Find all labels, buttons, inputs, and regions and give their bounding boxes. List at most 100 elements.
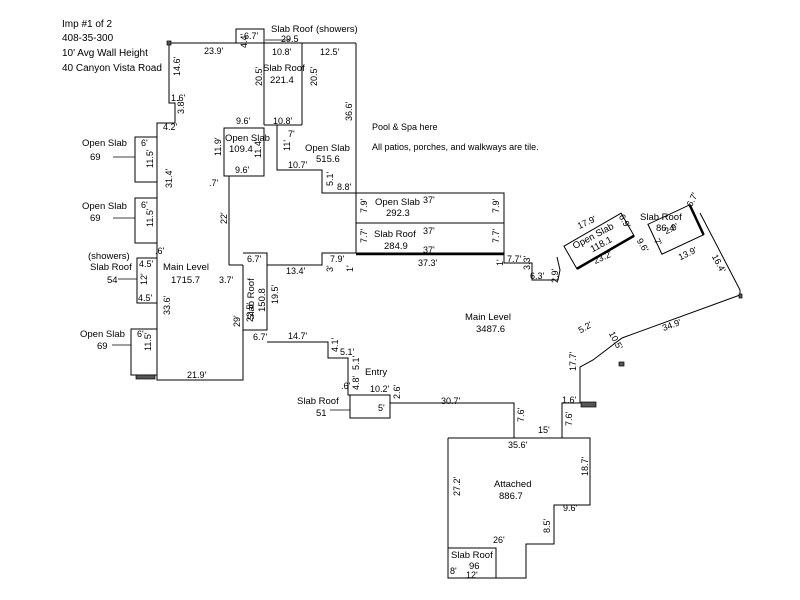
dim-10-8b: 10.8'	[273, 116, 293, 126]
label-slab-roof-221: Slab Roof	[263, 63, 305, 74]
dim-22: 22'	[219, 212, 229, 224]
dim-9-6b: 9.6'	[235, 165, 250, 175]
dim-4-8: 4.8'	[351, 375, 361, 390]
dim-12-5: 12.5'	[320, 47, 340, 57]
value-slab-roof-86: 86.4	[656, 223, 675, 234]
dim-34-9: 34.9'	[661, 317, 683, 333]
value-attached: 886.7	[499, 491, 523, 502]
dim-6b: 6'	[141, 200, 148, 210]
dim-10-2: 10.2'	[370, 384, 390, 394]
dim-6a: 6'	[141, 138, 148, 148]
dim-7-6a: 7.6'	[516, 407, 526, 422]
slab-roof-150-box	[243, 252, 268, 331]
wall-entry-path	[267, 341, 350, 396]
area-labels: Slab Roof (showers) Slab Roof 221.4 Open…	[80, 24, 682, 572]
dim-2-9: 2.9'	[550, 268, 560, 283]
east-marker	[580, 401, 597, 408]
dim-5: 5'	[378, 403, 385, 413]
dim-29: 29'	[232, 315, 242, 327]
dim-7c: 7'	[652, 237, 664, 248]
dim-11-4: 11.4'	[253, 139, 263, 158]
dim-7-9c: 7.9'	[330, 254, 345, 264]
dim-7a: 7'	[288, 129, 295, 139]
label-open-slab-69b: Open Slab	[82, 201, 127, 212]
label-main-level-3487: Main Level	[465, 312, 511, 323]
label-entry: Entry	[365, 367, 387, 378]
dim-4-4: 4.4'	[239, 33, 249, 48]
dim-29-5: 29.5	[281, 34, 299, 44]
dim-35-6: 35.6'	[508, 440, 528, 450]
open-slab-118-group	[563, 212, 635, 270]
dim-3-7: 3.7'	[219, 275, 234, 285]
label-open-slab-109: Open Slab	[225, 133, 270, 144]
wall-height: 10' Avg Wall Height	[62, 48, 148, 59]
dim-9-6a: 9.6'	[236, 116, 251, 126]
leader-arrows	[112, 39, 350, 411]
dim-37c: 37'	[423, 245, 435, 255]
dim-19-5: 19.5'	[270, 284, 280, 304]
slab-roof-86-edge	[688, 204, 705, 236]
value-main-level-1715: 1715.7	[171, 275, 200, 286]
dim-1-6a: 1.6'	[171, 93, 186, 103]
dim-17-7: 17.7'	[568, 351, 578, 371]
dim-7-9b: 7.9'	[491, 198, 501, 213]
label-slab-roof-86: Slab Roof	[640, 212, 682, 223]
property-info: Imp #1 of 2 408-35-300 10' Avg Wall Heig…	[62, 19, 162, 74]
label-slab-roof-96: Slab Roof	[451, 550, 493, 561]
wall-30-7	[390, 402, 515, 438]
dim-12: 12'	[139, 273, 149, 285]
property-address: 40 Canyon Vista Road	[62, 63, 162, 74]
value-open-slab-69a: 69	[90, 152, 101, 163]
dim-36-6: 36.6'	[344, 101, 354, 121]
dim-14-7: 14.7'	[288, 331, 308, 341]
value-slab-roof-96: 96	[469, 561, 480, 572]
dim-6-7c: 6.7'	[685, 191, 700, 208]
value-slab-roof-54: 54	[107, 275, 118, 286]
slab-roof-54-box	[136, 257, 158, 304]
dim-16-4: 16.4'	[710, 253, 728, 275]
open-slab-118-edge	[576, 234, 635, 270]
label-open-slab-69c: Open Slab	[80, 329, 125, 340]
value-open-slab-292: 292.3	[386, 208, 410, 219]
dim-4-5b: 4.5'	[138, 293, 153, 303]
dim-9-6d: 9.6'	[563, 503, 578, 513]
dim-3-3: 3.3'	[522, 255, 532, 270]
open-slab-515-outline	[276, 125, 356, 194]
value-slab-roof-150: 150.8	[257, 288, 268, 312]
dim-7b: .7'	[209, 178, 219, 188]
dim-11-5c: 11.5'	[143, 332, 153, 351]
dim-3a: 3'	[325, 265, 335, 272]
label-slab-roof-top: Slab Roof	[271, 24, 313, 35]
dim-26: 26'	[493, 535, 505, 545]
dim-33-6: 33.6'	[162, 295, 172, 315]
tile-note: All patios, porches, and walkways are ti…	[372, 142, 539, 152]
dim-3-8: 3.8'	[176, 99, 186, 114]
value-slab-roof-51: 51	[316, 408, 327, 419]
value-slab-roof-221: 221.4	[270, 75, 294, 86]
dim-4-1: 4.1'	[330, 337, 340, 352]
wall-16-4	[699, 212, 741, 291]
value-open-slab-515: 515.6	[316, 154, 340, 165]
corner-marker-top	[166, 40, 172, 46]
dim-7-9a: 7.9'	[359, 198, 369, 213]
dim-20-5a: 20.5'	[254, 66, 264, 86]
dim-23-9: 23.9'	[204, 46, 224, 56]
dimension-labels: 4.4' 6.7' 29.5 23.9' 10.8' 12.5' 14.6' 2…	[137, 31, 728, 580]
wall-top-left	[156, 43, 244, 381]
label-slab-roof-150: Slab Roof	[246, 278, 257, 320]
dim-10-5: 10.5'	[607, 330, 625, 352]
label-showers-top: (showers)	[316, 24, 358, 35]
dim-37b: 37'	[423, 226, 435, 236]
dim-14-6: 14.6'	[172, 56, 182, 76]
label-open-slab-515: Open Slab	[305, 143, 350, 154]
label-open-slab-292: Open Slab	[375, 197, 420, 208]
dim-11-5b: 11.5'	[145, 208, 155, 227]
dim-37a: 37'	[423, 195, 435, 205]
dim-5-1c: 5.1'	[351, 355, 361, 370]
open-slab-69a-box	[134, 136, 158, 183]
dim-7-7b: 7.7'	[491, 228, 501, 243]
dim-13-9: 13.9'	[677, 245, 699, 262]
dim-30-7: 30.7'	[441, 396, 461, 406]
dim-5-2: 5.2'	[577, 319, 595, 335]
